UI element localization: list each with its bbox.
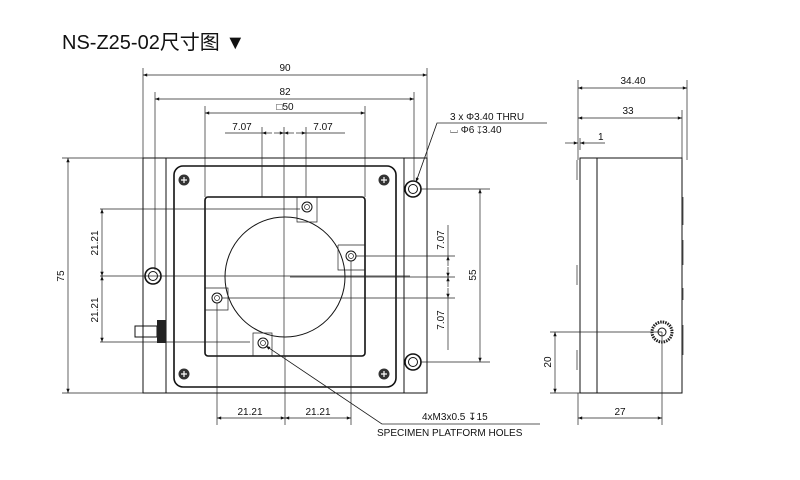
dim-right-lower: 7.07 — [436, 310, 447, 330]
callout-counterbore: ⌴ Φ6 ↧3.40 — [450, 125, 502, 136]
dim-knob-offset: 27 — [614, 407, 626, 418]
dim-height: 75 — [56, 270, 67, 282]
screw-icon — [378, 174, 390, 186]
side-body — [579, 157, 683, 394]
platform-hole — [345, 250, 357, 262]
screw-icon — [178, 174, 190, 186]
dim-right-upper: 7.07 — [436, 230, 447, 250]
dim-bottom-left: 21.21 — [237, 407, 262, 418]
dim-square: □50 — [276, 102, 294, 113]
callout-mounting-holes: 3 x Φ3.40 THRU — [450, 112, 524, 123]
dim-right-span: 55 — [468, 269, 479, 281]
mounting-hole — [404, 353, 422, 371]
dim-left-upper: 21.21 — [90, 230, 101, 255]
dim-knob-height: 20 — [543, 356, 554, 368]
mounting-hole — [404, 180, 422, 198]
top-plate — [173, 165, 397, 388]
drawing-title: NS-Z25-02尺寸图 ▼ — [62, 32, 246, 54]
callout-platform-holes: SPECIMEN PLATFORM HOLES — [377, 428, 523, 439]
screw-icon — [378, 368, 390, 380]
dim-width-outer: 90 — [279, 63, 291, 74]
dim-left-lower: 21.21 — [90, 297, 101, 322]
dim-side-total: 34.40 — [620, 76, 645, 87]
specimen-stage — [204, 196, 366, 357]
adjustment-knob — [134, 320, 166, 343]
dim-bottom-right: 21.21 — [305, 407, 330, 418]
platform-hole — [301, 201, 313, 213]
side-view: 34.40 33 1 20 27 — [543, 76, 688, 425]
callout-platform-thread: 4xM3x0.5 ↧15 — [422, 412, 488, 423]
dim-offset-left: 7.07 — [232, 122, 252, 133]
platform-hole — [257, 337, 269, 349]
platform-hole — [211, 292, 223, 304]
dim-width-holes: 82 — [279, 87, 291, 98]
dim-side-body: 33 — [622, 106, 634, 117]
screw-icon — [178, 368, 190, 380]
dim-side-lip: 1 — [598, 132, 604, 143]
front-view: 90 82 □50 7.07 7.07 75 21.21 21.21 55 7.… — [56, 63, 547, 439]
dim-offset-right: 7.07 — [313, 122, 333, 133]
